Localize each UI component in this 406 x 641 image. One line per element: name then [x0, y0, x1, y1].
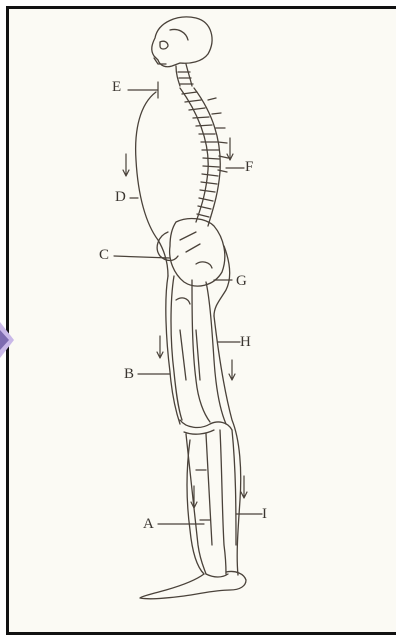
- arrow-b: [157, 336, 163, 358]
- label-e: E: [112, 80, 121, 95]
- label-a: A: [143, 517, 154, 532]
- arrow-f: [227, 138, 233, 160]
- arrow-h: [229, 360, 235, 380]
- femur: [171, 276, 226, 424]
- label-h: H: [240, 335, 251, 350]
- label-d: D: [115, 190, 126, 205]
- previous-slide-arrow-core: [0, 330, 9, 350]
- knee: [180, 420, 232, 434]
- label-f: F: [245, 160, 253, 175]
- cervical-spine: [176, 64, 193, 86]
- body-outline: [136, 92, 241, 575]
- label-i: I: [262, 507, 267, 522]
- foot: [140, 571, 246, 598]
- pelvis: [157, 219, 225, 287]
- label-g: G: [236, 274, 247, 289]
- force-arrows: [123, 138, 247, 508]
- arrow-d: [123, 154, 129, 176]
- label-c: C: [99, 248, 109, 263]
- vertebral-column: [180, 88, 228, 226]
- label-b: B: [124, 367, 134, 382]
- arrow-i: [241, 476, 247, 498]
- skull: [152, 17, 212, 67]
